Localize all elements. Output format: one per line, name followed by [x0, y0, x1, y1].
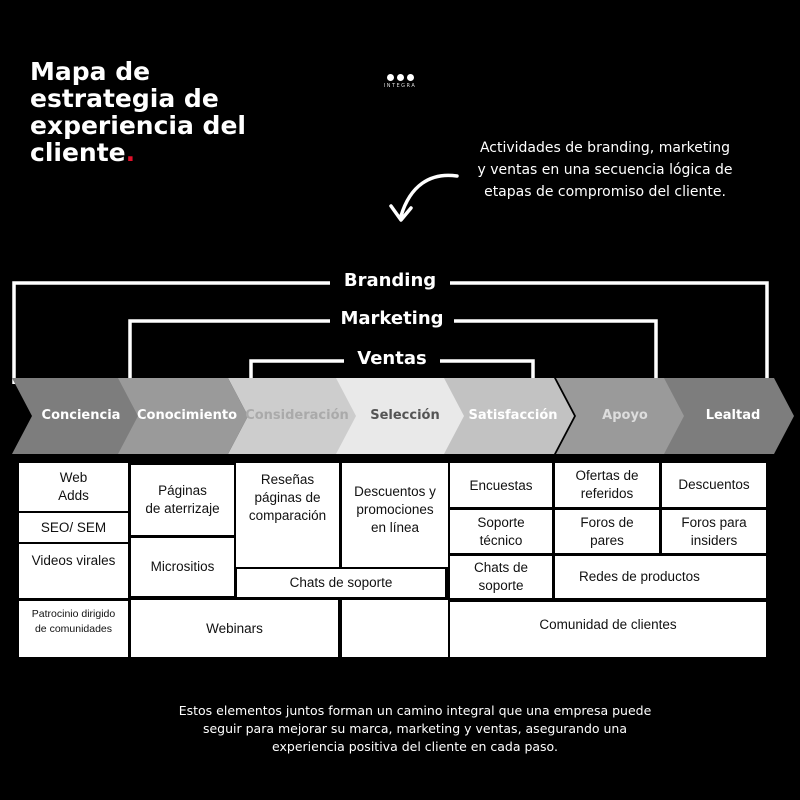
stage-chevron-5 — [444, 378, 574, 454]
branding-bracket-right — [450, 281, 769, 384]
stage-label: Conocimiento — [136, 408, 238, 423]
stage-chevron-2 — [118, 378, 248, 454]
stage-label: Satisfacción — [468, 408, 558, 423]
three-dots-icon — [378, 74, 422, 81]
stage-label: Apoyo — [602, 408, 648, 423]
branding-bracket — [12, 281, 330, 384]
cell-chats-soporte-1: Chats de soporte — [237, 569, 445, 597]
cell-comunidad-clientes: Comunidad de clientes — [450, 602, 766, 657]
stage-chevrons — [12, 378, 794, 454]
footer-line: seguir para mejorar su marca, marketing … — [202, 721, 628, 736]
stage-label: Selección — [370, 408, 440, 423]
stage-label: Consideración — [245, 408, 349, 423]
curved-arrow-icon — [389, 173, 459, 222]
cell-empty — [342, 600, 448, 657]
stage-label: Conciencia — [41, 408, 121, 423]
marketing-bracket-right — [454, 319, 658, 384]
cell-webinars: Webinars — [131, 600, 338, 657]
ventas-bracket-right — [440, 359, 535, 384]
description-line: Actividades de branding, marketing — [479, 140, 731, 156]
integra-logo: INTEGRA — [378, 74, 422, 89]
title-word: cliente — [30, 138, 126, 167]
cell-descuentos: Descuentos — [662, 463, 766, 507]
ventas-label: Ventas — [344, 348, 440, 369]
logo-text: INTEGRA — [383, 83, 417, 89]
stage-chevron-3 — [228, 378, 358, 454]
cell-videos-virales: Videos virales — [19, 544, 128, 598]
stage-chevron-1 — [12, 378, 142, 454]
marketing-bracket — [128, 319, 330, 384]
title-line: estrategia de — [30, 84, 219, 113]
description-line: y ventas en una secuencia lógica de — [477, 162, 733, 178]
page-title: Mapa de estrategia de experiencia del cl… — [30, 58, 290, 166]
title-line: Mapa de — [30, 57, 151, 86]
title-dot: . — [125, 138, 136, 167]
branding-label: Branding — [330, 270, 450, 291]
cell-micrositios: Micrositios — [131, 538, 234, 596]
stage-label: Lealtad — [705, 408, 761, 423]
marketing-label: Marketing — [330, 308, 454, 329]
stage-chevron-7 — [664, 378, 794, 454]
stage-chevron-6 — [556, 378, 686, 454]
cell-redes-productos: Redes de productos — [555, 556, 766, 598]
description-line: etapas de compromiso del cliente. — [484, 184, 726, 200]
stage-chevron-4 — [336, 378, 466, 454]
ventas-bracket — [249, 359, 344, 384]
description: Actividades de branding, marketing y ven… — [465, 137, 745, 203]
footer-line: experiencia positiva del cliente en cada… — [272, 739, 558, 754]
cell-seo-sem: SEO/ SEM — [19, 513, 128, 542]
title-line: experiencia del — [30, 111, 246, 140]
footer-line: Estos elementos juntos forman un camino … — [178, 703, 652, 718]
title-line: cliente. — [30, 139, 290, 166]
cell-encuestas: Encuestas — [450, 463, 552, 507]
footer-text: Estos elementos juntos forman un camino … — [170, 702, 660, 756]
